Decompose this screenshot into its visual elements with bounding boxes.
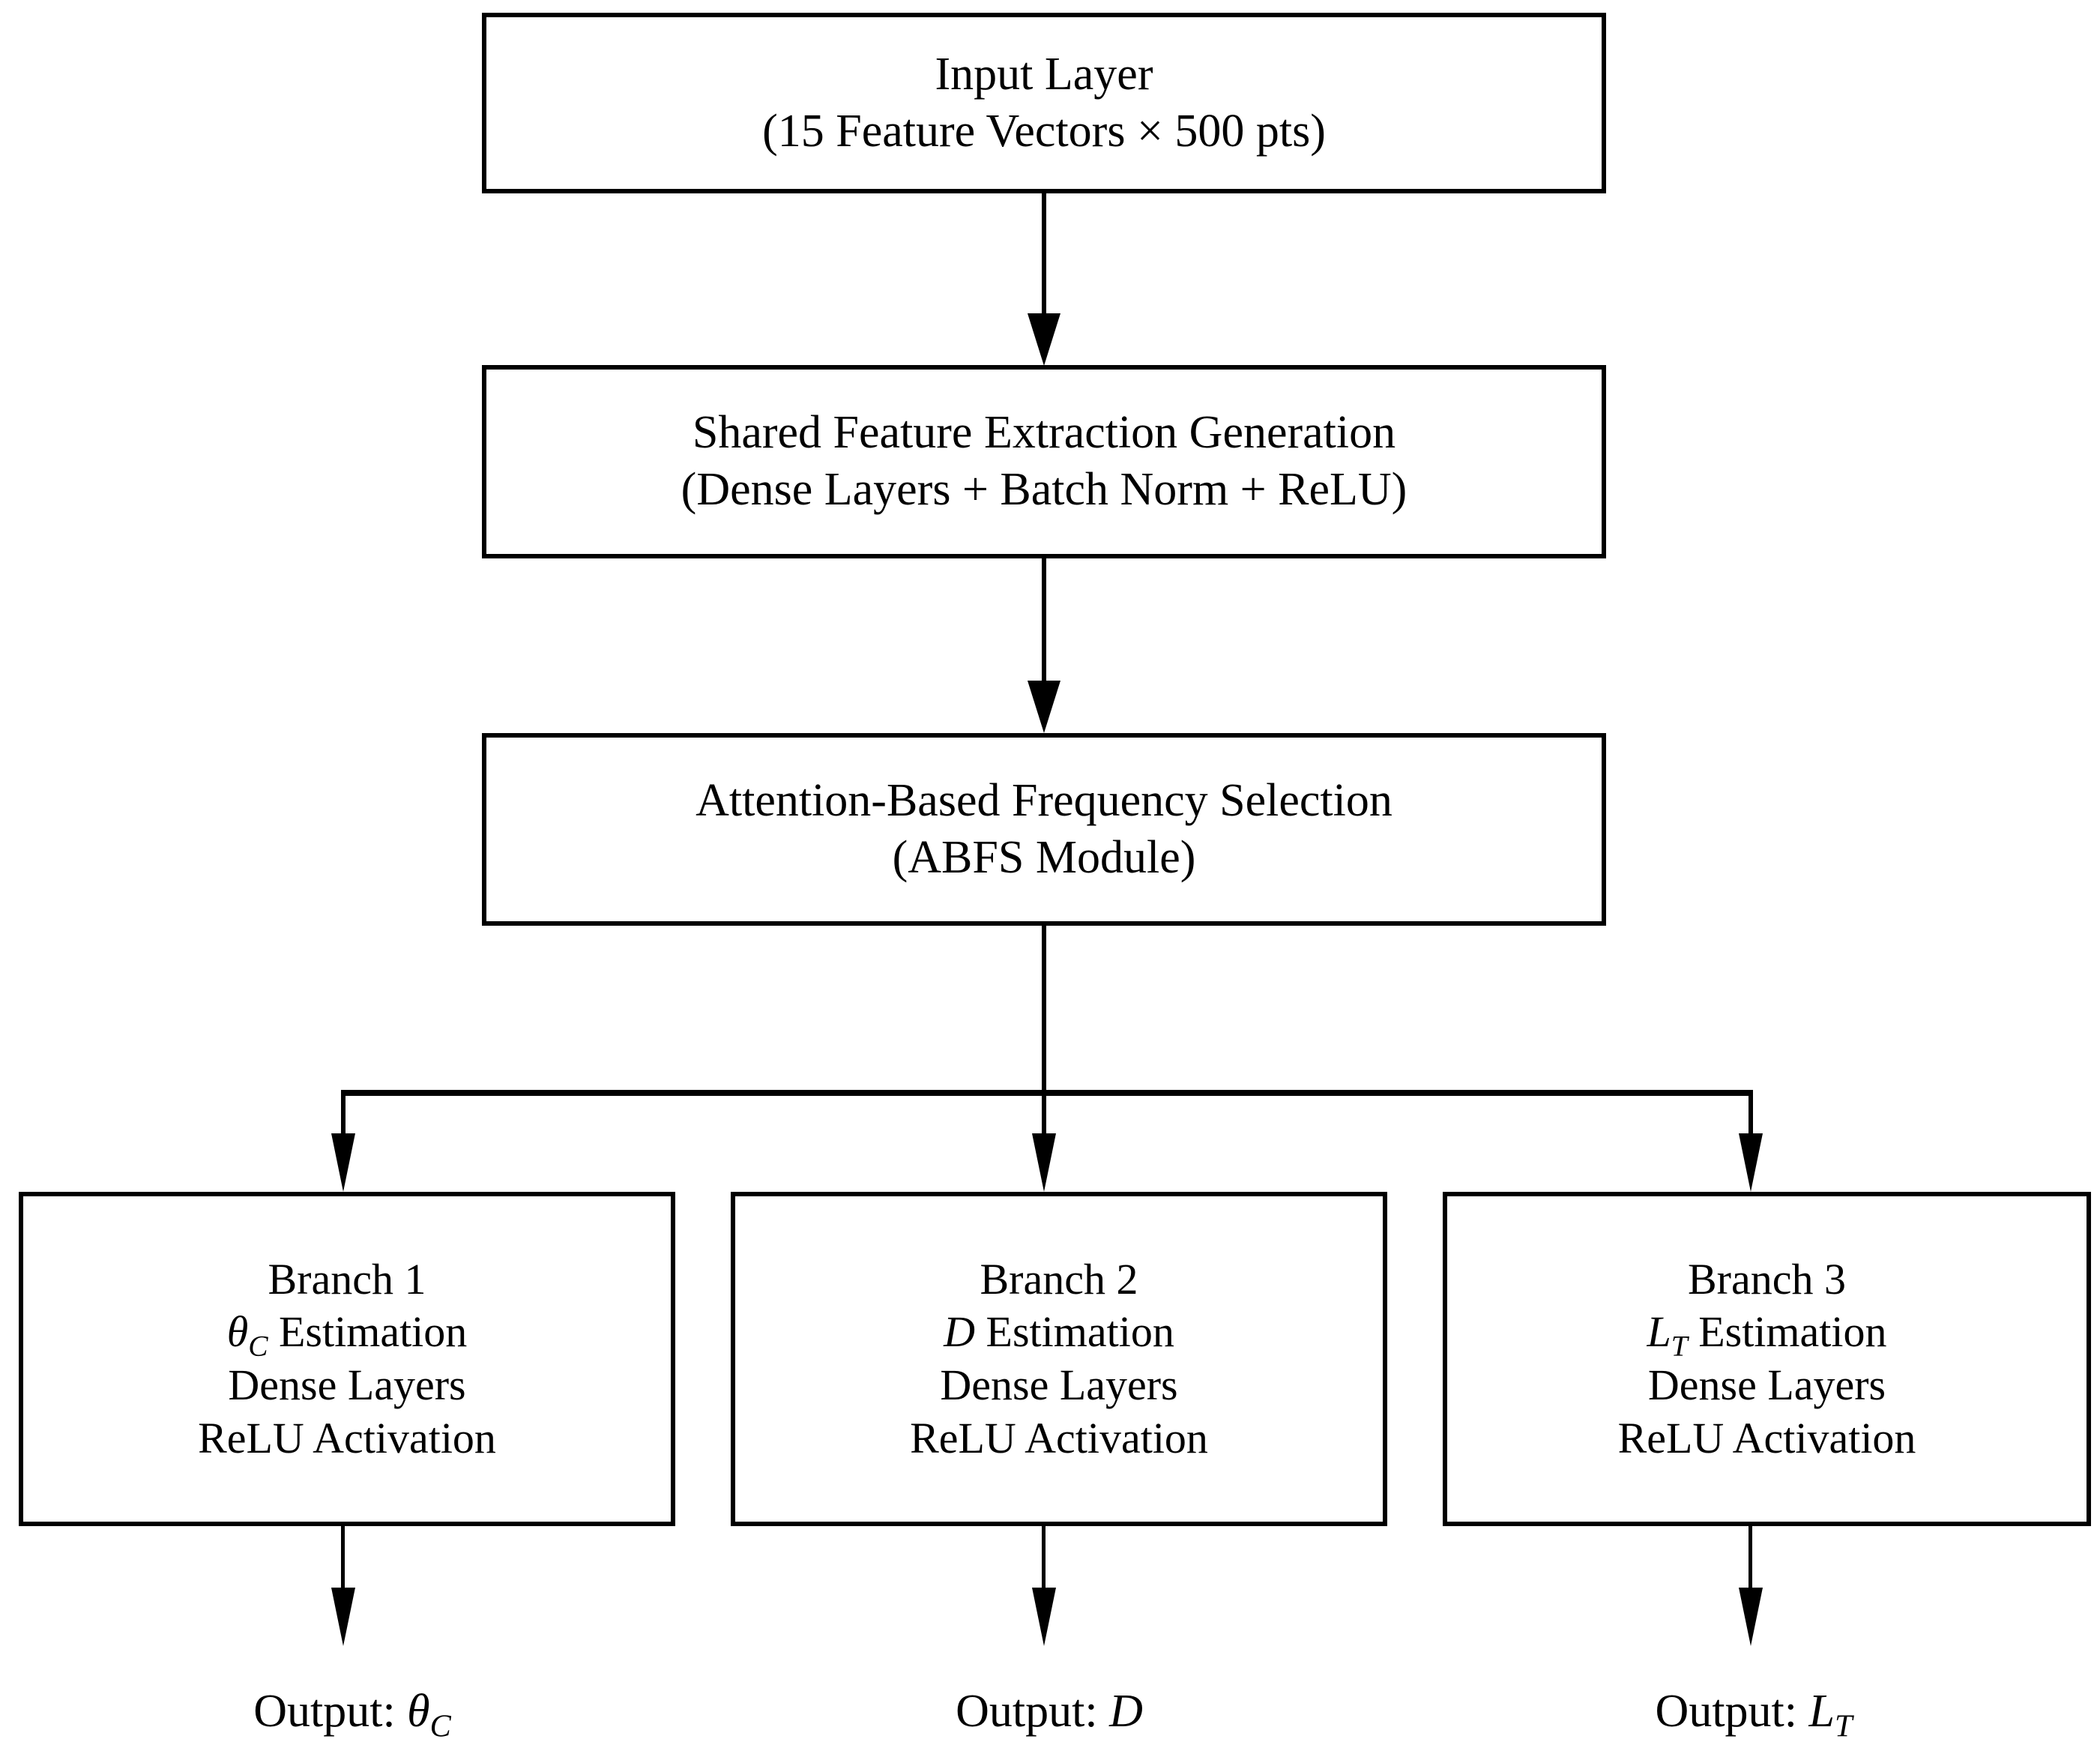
node-input-layer: Input Layer (15 Feature Vectors × 500 pt…: [482, 13, 1606, 193]
output-3-variable: L: [1808, 1686, 1835, 1737]
branch-3-estimation-suffix: Estimation: [1687, 1307, 1887, 1357]
node-branch-1-title: Branch 1: [268, 1254, 426, 1304]
arrowhead-abfs-to-branch-1: [331, 1133, 355, 1192]
connector-fanout-center-drop: [1042, 1090, 1046, 1163]
output-1-prefix: Output:: [253, 1686, 408, 1737]
connector-branch-3-to-output: [1749, 1526, 1752, 1616]
connector-branch-1-to-output: [341, 1526, 345, 1616]
node-abfs-module-line2: (ABFS Module): [892, 831, 1196, 883]
branch-1-variable-subscript: C: [248, 1329, 268, 1363]
branch-1-estimation-suffix: Estimation: [268, 1307, 468, 1357]
node-shared-feature-extraction-line1: Shared Feature Extraction Generation: [692, 407, 1396, 459]
branch-1-variable: θ: [226, 1307, 249, 1357]
node-input-layer-line1: Input Layer: [935, 48, 1153, 100]
node-branch-2-dense-layers: Dense Layers: [940, 1360, 1178, 1409]
connector-input-to-shared: [1042, 193, 1046, 322]
output-3-prefix: Output:: [1655, 1686, 1809, 1737]
output-3-variable-subscript: T: [1834, 1708, 1853, 1744]
connector-fanout-right-drop: [1749, 1090, 1753, 1163]
node-branch-1-activation: ReLU Activation: [198, 1413, 496, 1462]
arrowhead-branch-3-to-output: [1739, 1588, 1763, 1646]
output-label-d: Output: D: [956, 1685, 1143, 1738]
node-shared-feature-extraction: Shared Feature Extraction Generation (De…: [482, 365, 1606, 558]
arrowhead-abfs-to-branch-2: [1032, 1133, 1056, 1192]
output-1-variable-subscript: C: [429, 1708, 451, 1744]
node-branch-2-estimation: D Estimation: [944, 1306, 1174, 1359]
node-input-layer-line2: (15 Feature Vectors × 500 pts): [762, 105, 1326, 157]
connector-branch-2-to-output: [1042, 1526, 1046, 1616]
output-label-theta-c: Output: θC: [253, 1685, 451, 1742]
output-2-prefix: Output:: [956, 1686, 1110, 1737]
node-abfs-module-line1: Attention-Based Frequency Selection: [696, 774, 1393, 826]
arrowhead-abfs-to-branch-3: [1739, 1133, 1763, 1192]
arrowhead-branch-2-to-output: [1032, 1588, 1056, 1646]
node-branch-3-dense-layers: Dense Layers: [1647, 1360, 1886, 1409]
node-branch-3-title: Branch 3: [1688, 1254, 1846, 1304]
connector-shared-to-abfs: [1042, 558, 1046, 682]
node-branch-3-activation: ReLU Activation: [1617, 1413, 1916, 1462]
node-branch-2-activation: ReLU Activation: [910, 1413, 1208, 1462]
node-branch-1-dense-layers: Dense Layers: [228, 1360, 466, 1409]
node-branch-3-estimation: LT Estimation: [1647, 1306, 1887, 1360]
node-branch-3: Branch 3 LT Estimation Dense Layers ReLU…: [1443, 1192, 2091, 1526]
arrowhead-input-to-shared: [1028, 313, 1060, 366]
branch-3-variable: L: [1647, 1307, 1671, 1357]
node-branch-2-title: Branch 2: [980, 1254, 1138, 1304]
branch-2-estimation-suffix: Estimation: [975, 1307, 1174, 1357]
node-branch-1: Branch 1 θC Estimation Dense Layers ReLU…: [19, 1192, 675, 1526]
node-branch-2: Branch 2 D Estimation Dense Layers ReLU …: [731, 1192, 1387, 1526]
output-1-variable: θ: [407, 1686, 430, 1737]
output-2-variable: D: [1109, 1686, 1143, 1737]
node-shared-feature-extraction-line2: (Dense Layers + Batch Norm + ReLU): [681, 464, 1407, 515]
branch-3-variable-subscript: T: [1671, 1329, 1688, 1363]
connector-fanout-bus: [341, 1090, 1753, 1096]
arrowhead-shared-to-abfs: [1028, 681, 1060, 733]
connector-abfs-stem: [1042, 926, 1046, 1096]
arrowhead-branch-1-to-output: [331, 1588, 355, 1646]
output-label-lt: Output: LT: [1655, 1685, 1853, 1742]
node-abfs-module: Attention-Based Frequency Selection (ABF…: [482, 733, 1606, 926]
connector-fanout-left-drop: [341, 1090, 346, 1163]
branch-2-variable: D: [944, 1307, 976, 1357]
node-branch-1-estimation: θC Estimation: [226, 1306, 468, 1360]
